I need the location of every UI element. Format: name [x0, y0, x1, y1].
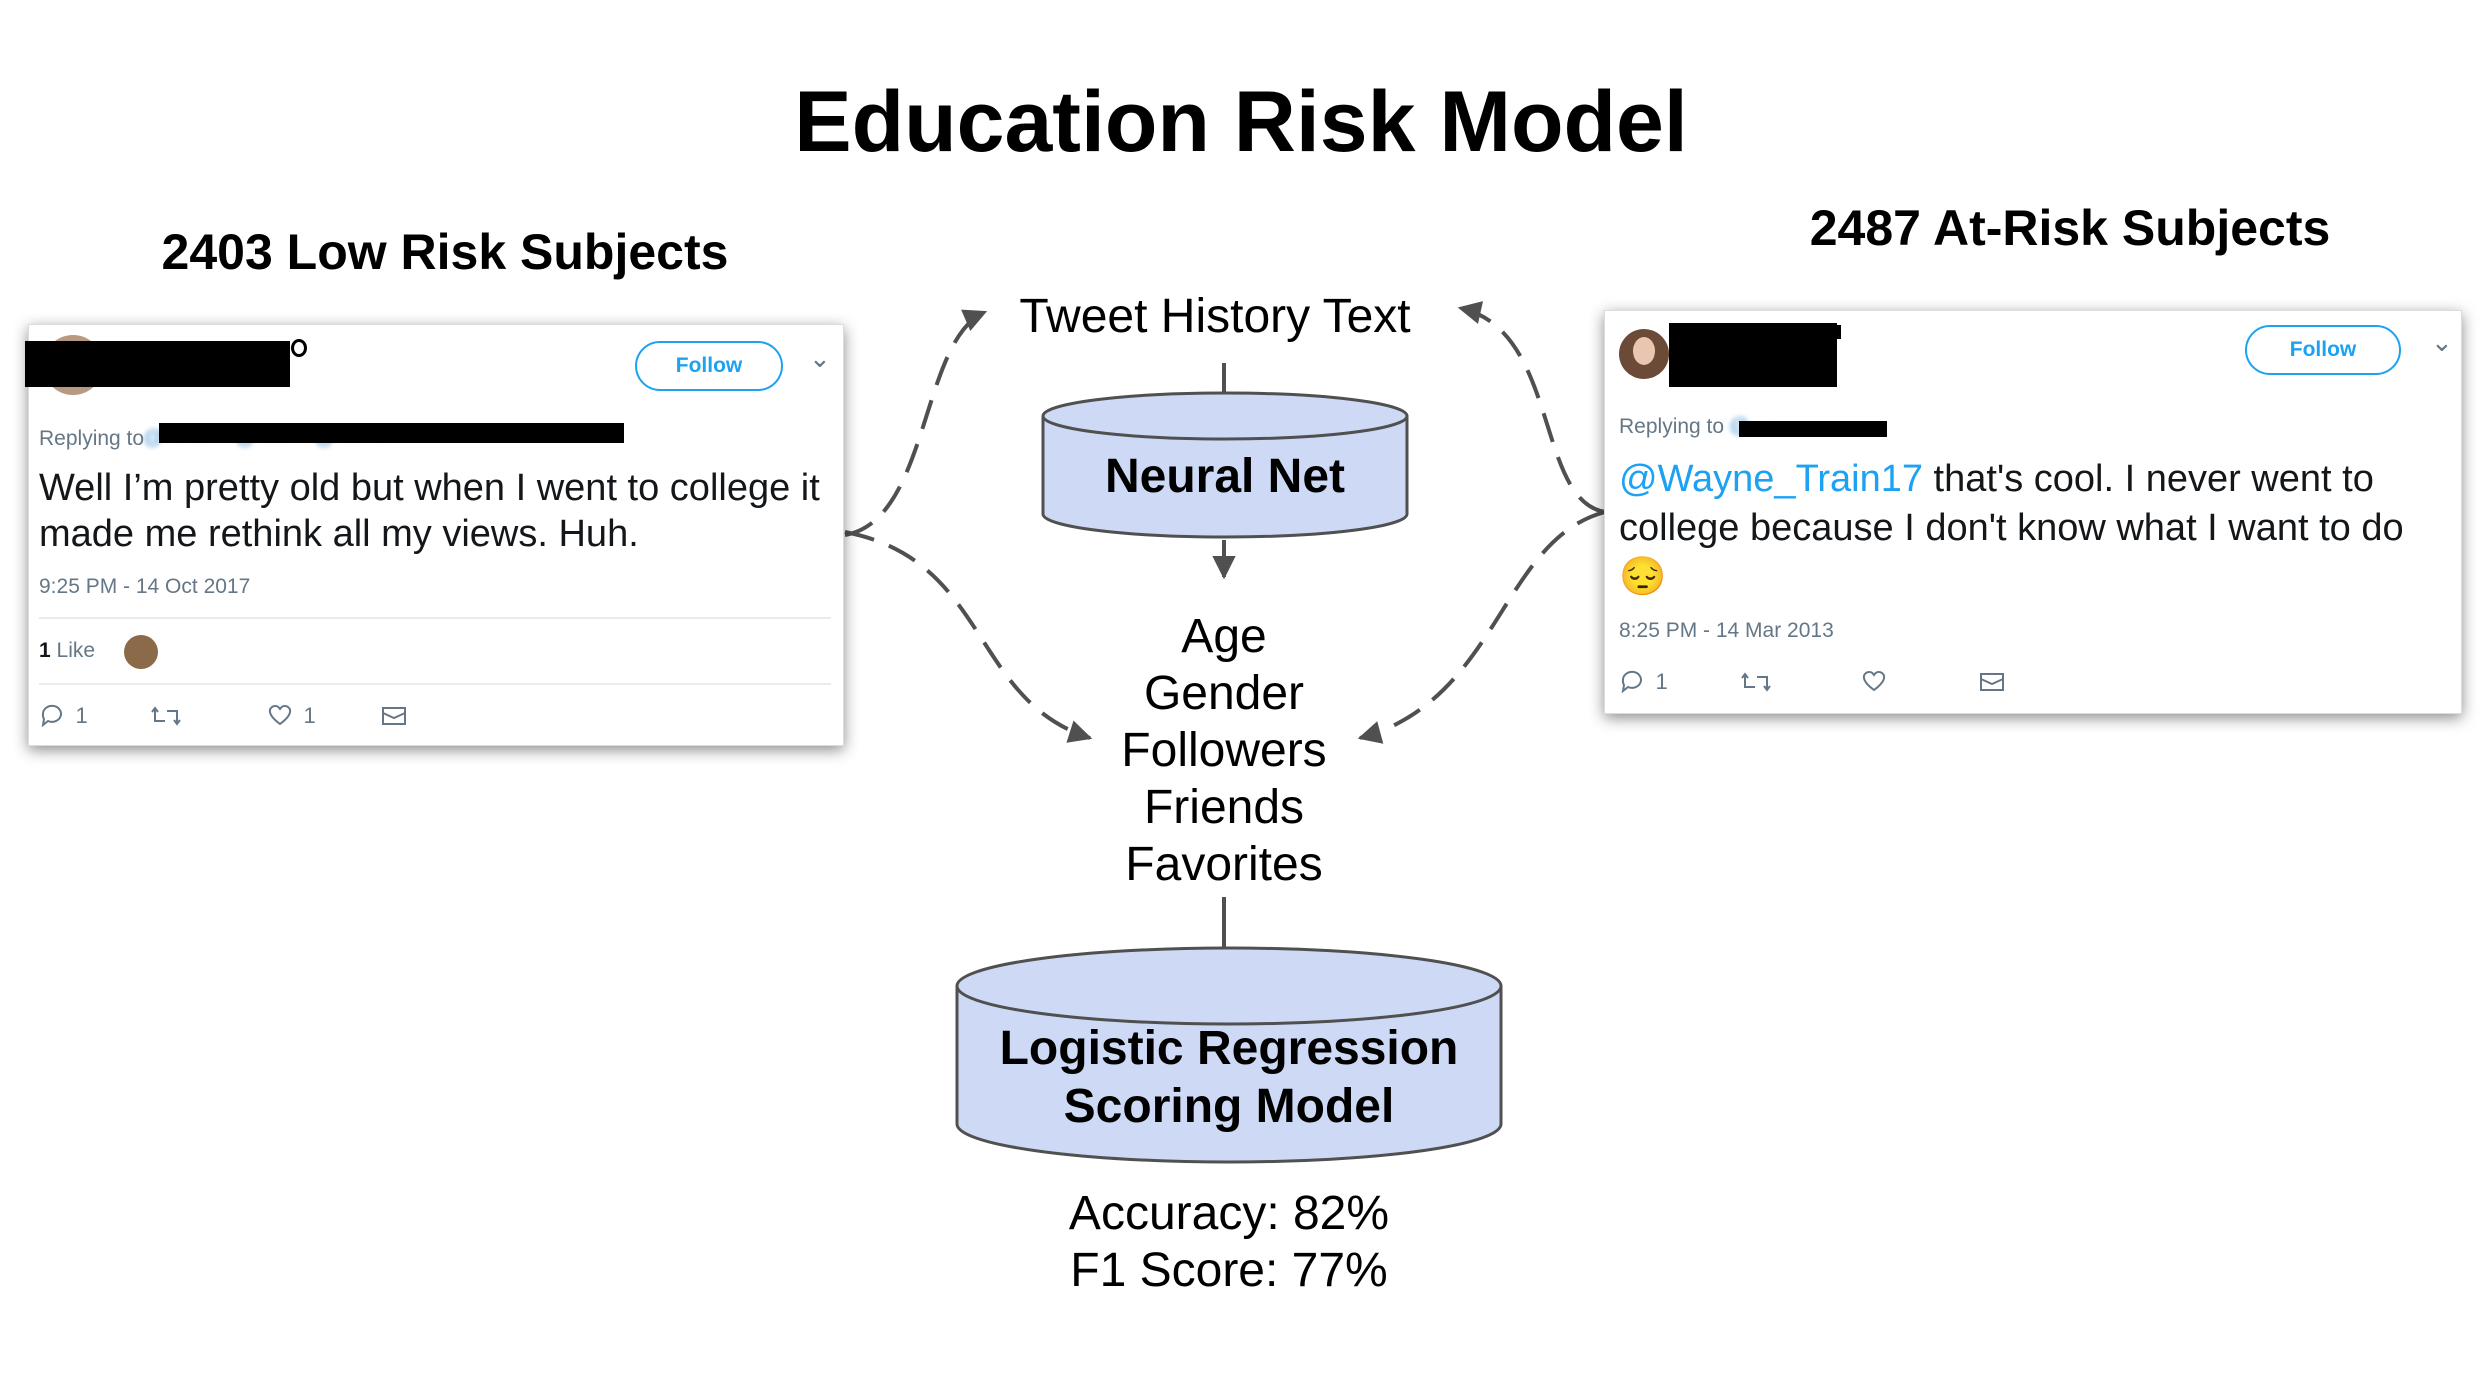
chevron-down-icon[interactable]: ⌄ — [809, 343, 831, 373]
like-action[interactable]: 1 — [267, 703, 316, 732]
model-label-line2: Scoring Model — [1063, 1080, 1395, 1133]
avatar — [1619, 329, 1669, 379]
page-title: Education Risk Model — [794, 74, 1688, 170]
retweet-icon — [1741, 672, 1771, 692]
message-action[interactable] — [381, 705, 407, 732]
model-label-line1: Logistic Regression — [999, 1022, 1459, 1075]
likes-count: 1 — [39, 639, 51, 662]
redacted-reply-handle — [159, 423, 624, 443]
reply-count: 1 — [75, 703, 88, 728]
retweet-icon — [151, 706, 181, 726]
reply-count: 1 — [1655, 669, 1668, 694]
reply-icon — [41, 704, 62, 728]
retweet-action[interactable] — [151, 705, 181, 732]
username-tail — [291, 339, 307, 357]
tweet-body: that's cool. I never went to college bec… — [1619, 458, 2404, 549]
likes-summary[interactable]: 1 Like — [39, 639, 95, 663]
tweet-history-label: Tweet History Text — [1019, 290, 1411, 343]
left-to-features-arrow — [844, 530, 1093, 743]
neural-net-cylinder — [1041, 391, 1409, 539]
reply-icon — [1621, 670, 1642, 694]
right-to-features-arrow — [1357, 510, 1606, 744]
tweet-text: @Wayne_Train17 that's cool. I never went… — [1619, 455, 2449, 602]
accuracy-metric: Accuracy: 82% — [1068, 1187, 1390, 1240]
like-count: 1 — [303, 703, 316, 728]
neural-net-label: Neural Net — [1104, 450, 1346, 503]
username-tail — [1837, 325, 1841, 339]
reply-action[interactable]: 1 — [39, 703, 88, 732]
feature-age: Age — [1181, 610, 1267, 663]
feature-favorites: Favorites — [1125, 838, 1323, 891]
follow-button[interactable]: Follow — [2245, 325, 2401, 375]
tweet-timestamp[interactable]: 8:25 PM - 14 Mar 2013 — [1619, 619, 1834, 642]
chevron-down-icon[interactable]: ⌄ — [2431, 327, 2453, 357]
heart-icon — [1862, 670, 1886, 692]
feature-gender: Gender — [1143, 667, 1305, 720]
mail-icon — [382, 707, 406, 725]
like-action[interactable] — [1861, 669, 1887, 698]
low-risk-tweet-card: Follow ⌄ Replying to @·········· @······… — [25, 324, 844, 746]
liker-avatar[interactable] — [124, 635, 158, 669]
f1-score-metric: F1 Score: 77% — [1070, 1244, 1388, 1297]
logistic-regression-cylinder — [955, 946, 1503, 1164]
at-risk-tweet-card: Follow ⌄ Replying to @······· @Wayne_Tra… — [1604, 310, 2462, 714]
divider — [39, 617, 831, 619]
right-to-tweet-history-arrow — [1457, 301, 1606, 514]
redacted-reply-handle — [1739, 421, 1887, 437]
heart-icon — [268, 704, 292, 726]
replying-to-label: Replying to — [1619, 415, 1725, 438]
tweet-mention[interactable]: @Wayne_Train17 — [1619, 458, 1923, 500]
retweet-action[interactable] — [1741, 671, 1771, 698]
mail-icon — [1980, 673, 2004, 691]
feature-friends: Friends — [1143, 781, 1305, 834]
reply-action[interactable]: 1 — [1619, 669, 1668, 698]
left-to-tweet-history-arrow — [844, 309, 988, 537]
tweet-timestamp[interactable]: 9:25 PM - 14 Oct 2017 — [39, 575, 251, 598]
redacted-username — [25, 341, 290, 387]
feature-followers: Followers — [1121, 724, 1327, 777]
tweet-text: Well I’m pretty old but when I went to c… — [39, 467, 820, 555]
likes-label: Like — [56, 639, 96, 662]
divider — [39, 683, 831, 685]
redacted-username — [1669, 323, 1837, 387]
follow-button[interactable]: Follow — [635, 341, 783, 391]
pensive-emoji: 😔 — [1619, 556, 1667, 598]
at-risk-heading: 2487 At-Risk Subjects — [1809, 200, 2331, 256]
message-action[interactable] — [1979, 671, 2005, 698]
replying-to-label: Replying to — [39, 427, 145, 450]
low-risk-heading: 2403 Low Risk Subjects — [161, 224, 729, 280]
